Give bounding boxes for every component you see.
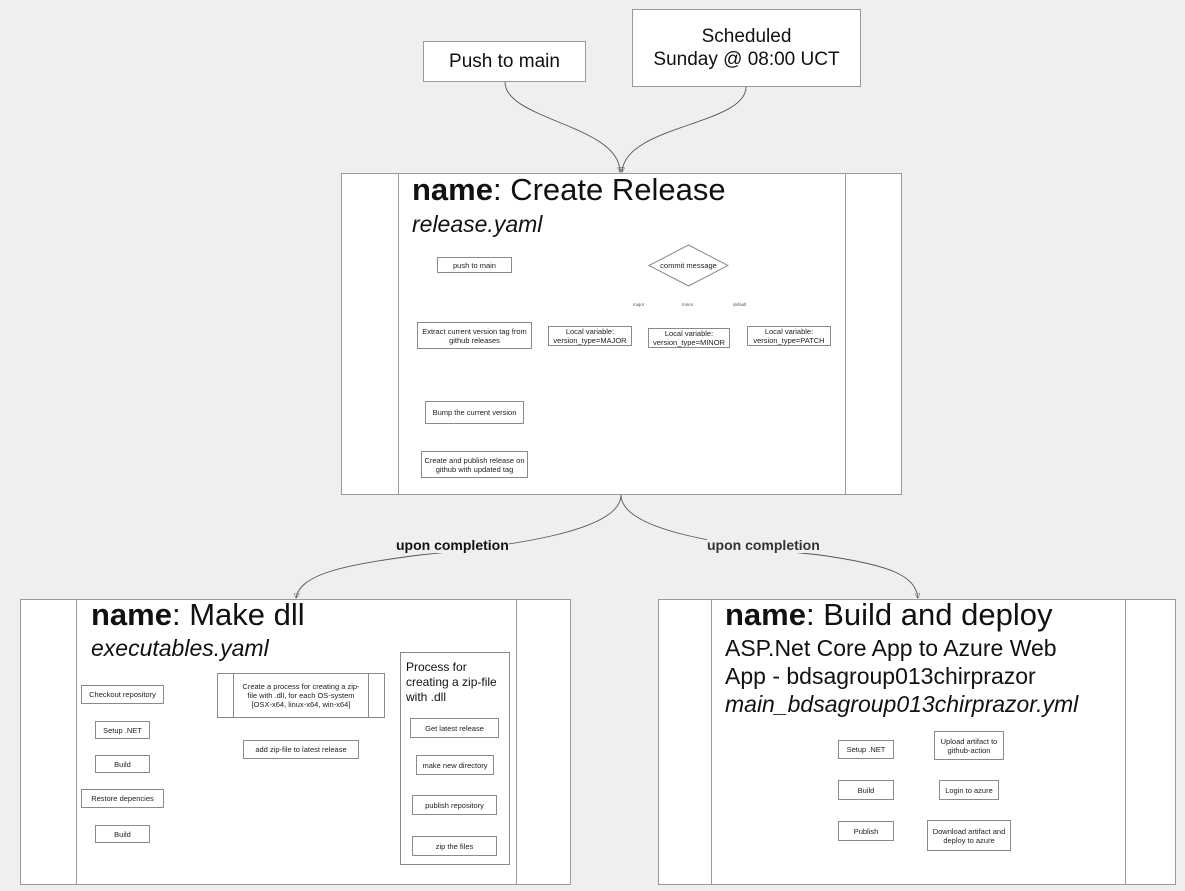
exe-process-right-bar <box>368 673 369 718</box>
release-node-push: push to main <box>437 257 512 273</box>
trigger-scheduled-line2: Sunday @ 08:00 UCT <box>653 49 840 70</box>
release-node-commit-diamond <box>648 244 729 287</box>
release-left-rail <box>398 174 399 494</box>
deploy-file: main_bdsagroup013chirprazor.yml <box>725 691 1079 717</box>
exe-process-left-bar <box>233 673 234 718</box>
deploy-node-download: Download artifact and deploy to azure <box>927 820 1011 851</box>
executables-file: executables.yaml <box>91 635 269 661</box>
release-name-value: : Create Release <box>492 172 726 207</box>
exe-node-process: Create a process for creating a zip-file… <box>217 673 385 718</box>
exe-node-add-zip: add zip-file to latest release <box>243 740 359 759</box>
release-node-commit: commit message <box>660 260 717 270</box>
release-node-major: Local variable: version_type=MAJOR <box>548 326 632 346</box>
deploy-title: name: Build and deploy <box>725 597 1052 633</box>
executables-name-key: name <box>91 597 172 632</box>
release-node-bump: Bump the current version <box>425 401 524 424</box>
exe-node-checkout: Checkout repository <box>81 685 164 704</box>
release-branch-default: default <box>733 302 747 307</box>
edge-label-right: upon completion <box>707 537 820 553</box>
executables-right-rail <box>516 600 517 884</box>
edge-label-left: upon completion <box>396 537 509 553</box>
release-node-patch: Local variable: version_type=PATCH <box>747 326 831 346</box>
exe-subprocess-title: Process for creating a zip-file with .dl… <box>406 660 497 704</box>
deploy-name-key: name <box>725 597 806 632</box>
deploy-node-login: Login to azure <box>939 780 999 800</box>
deploy-node-publish: Publish <box>838 821 894 841</box>
edge-schedule-to-release <box>622 86 747 172</box>
trigger-push-label: Push to main <box>449 51 560 72</box>
exe-node-build2: Build <box>95 825 150 843</box>
executables-title: name: Make dll <box>91 597 305 633</box>
trigger-scheduled: Scheduled Sunday @ 08:00 UCT <box>632 9 861 87</box>
release-name-key: name <box>412 172 493 207</box>
executables-left-rail <box>76 600 77 884</box>
edge-push-to-release <box>504 81 620 172</box>
release-branch-major: major <box>633 302 645 307</box>
release-node-publish: Create and publish release on github wit… <box>421 451 528 478</box>
deploy-desc-line2: App - bdsagroup013chirprazor <box>725 663 1036 689</box>
exe-node-build1: Build <box>95 755 150 773</box>
exe-node-setup: Setup .NET <box>95 721 150 739</box>
release-branch-minor: minor <box>682 302 694 307</box>
release-node-minor: Local variable: version_type=MINOR <box>648 328 730 348</box>
deploy-workflow-panel <box>658 599 1176 885</box>
exe-sub-step-3: publish repository <box>412 795 497 815</box>
release-file: release.yaml <box>412 211 543 237</box>
release-right-rail <box>845 174 846 494</box>
deploy-desc-line1: ASP.Net Core App to Azure Web <box>725 635 1057 661</box>
deploy-node-build: Build <box>838 780 894 800</box>
trigger-push-to-main: Push to main <box>423 41 586 82</box>
exe-node-restore: Restore depencies <box>81 789 164 808</box>
executables-name-value: : Make dll <box>171 597 305 632</box>
deploy-right-rail <box>1125 600 1126 884</box>
exe-sub-step-2: make new directory <box>416 755 494 775</box>
exe-sub-step-1: Get latest release <box>410 718 499 738</box>
trigger-scheduled-line1: Scheduled <box>701 26 792 47</box>
deploy-node-setup: Setup .NET <box>838 740 894 759</box>
deploy-left-rail <box>711 600 712 884</box>
edge-release-to-executables <box>296 494 622 598</box>
release-title: name: Create Release <box>412 172 726 208</box>
exe-sub-step-4: zip the files <box>412 836 497 856</box>
deploy-name-value: : Build and deploy <box>805 597 1053 632</box>
deploy-node-upload: Upload artifact to github-action <box>934 731 1004 760</box>
release-node-extract: Extract current version tag from github … <box>417 322 532 349</box>
